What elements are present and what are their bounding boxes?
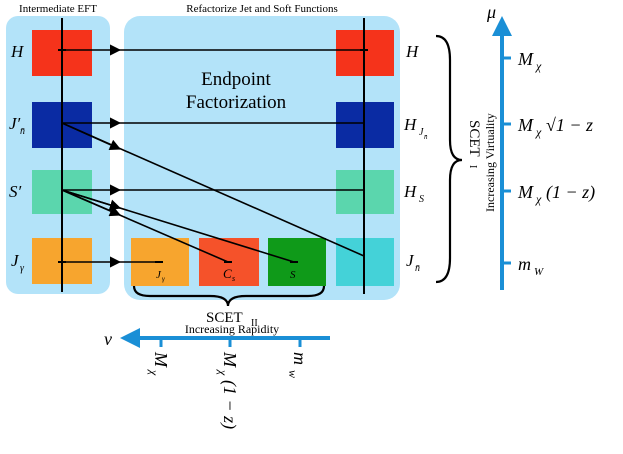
bottom-label-C-sub: s	[232, 274, 235, 283]
left-label-H: H	[10, 42, 25, 61]
right-label-HS: H	[403, 182, 418, 201]
nu-tick-label-2-rest: (1 − z)	[219, 380, 240, 429]
bottom-label-J: J	[156, 269, 162, 281]
mu-tick-label-1: M	[517, 49, 534, 69]
bottom-label-J-sub: γ	[162, 275, 165, 283]
left-panel	[6, 16, 110, 294]
middle-panel	[124, 16, 400, 300]
mu-tick-label-2-rest: √1 − z	[546, 115, 593, 135]
mu-tick-label-4: m	[518, 254, 531, 274]
left-panel-title: Intermediate EFT	[19, 3, 97, 15]
diag-Jn-arrowhead	[61, 122, 122, 150]
left-label-Jgamma-sub: γ	[20, 263, 25, 274]
right-label-Jnbar-sub: n̄	[415, 263, 420, 274]
nu-tick-label-3-sub: w	[286, 370, 300, 378]
nu-tick-label-3: m	[290, 352, 310, 365]
scet1-brace	[435, 34, 463, 284]
nu-tick-label-1-sub: χ	[147, 369, 161, 376]
scet2-label: SCET	[206, 310, 243, 326]
nu-axis-symbol: ν	[104, 329, 112, 349]
mu-tick-label-1-sub: χ	[535, 59, 542, 73]
mu-tick-label-2-sub: χ	[535, 125, 542, 139]
left-label-Jgamma: J	[11, 251, 20, 270]
nu-tick-label-2-sub: χ	[216, 369, 230, 376]
left-label-J: J′	[9, 114, 21, 133]
mu-axis-label: Increasing Virtuality	[483, 113, 497, 212]
right-label-Jnbar: J	[406, 251, 415, 270]
diag-S-arrowhead-1	[61, 189, 122, 217]
mu-tick-label-2: M	[517, 115, 534, 135]
diag-S-arrowhead-2	[61, 189, 122, 211]
scet2-sub: II	[251, 318, 258, 329]
mu-tick-label-3-sub: χ	[535, 192, 542, 206]
nu-axis-label: Increasing Rapidity	[185, 322, 279, 336]
right-label-HJ: H	[403, 115, 418, 134]
right-label-H: H	[405, 42, 420, 61]
right-label-HJ-sub2: n̄	[424, 133, 428, 141]
left-label-J-sub: n̄	[20, 126, 25, 137]
mu-tick-label-4-sub: W	[534, 266, 544, 278]
scet2-brace	[132, 285, 326, 307]
nu-tick-label-1: M	[151, 351, 171, 368]
scet1-label: SCET	[466, 120, 482, 157]
factorization-label: Factorization	[186, 92, 287, 113]
nu-tick-label-2: M	[220, 351, 240, 368]
bottom-label-S: S	[290, 269, 296, 281]
mu-axis-symbol: μ	[486, 2, 496, 22]
right-label-HJ-sub: J	[419, 127, 424, 138]
mu-tick-label-3-rest: (1 − z)	[546, 182, 595, 203]
bottom-label-C: C	[223, 266, 232, 281]
middle-panel-title: Refactorize Jet and Soft Functions	[186, 3, 338, 15]
left-label-S: S′	[9, 182, 22, 201]
scet1-sub: I	[467, 165, 478, 168]
endpoint-label: Endpoint	[201, 69, 271, 90]
mu-tick-label-3: M	[517, 182, 534, 202]
right-label-HS-sub: S	[419, 194, 424, 205]
